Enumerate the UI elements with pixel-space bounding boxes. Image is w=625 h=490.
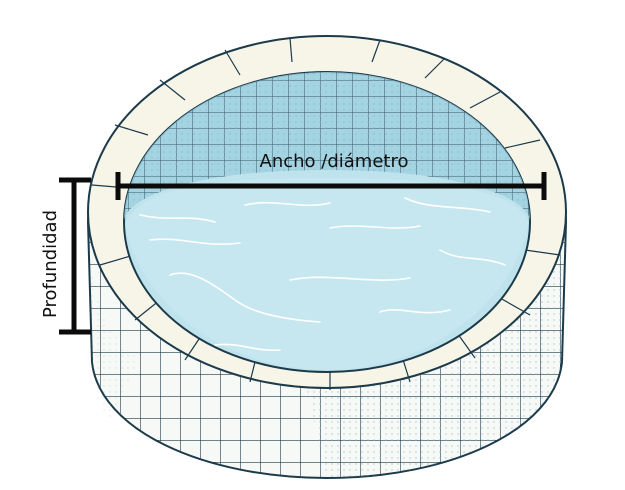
water-ripples (139, 197, 506, 352)
depth-label: Profundidad (40, 210, 61, 318)
depth-measure: Profundidad (40, 177, 91, 335)
width-measure: Ancho /diámetro (115, 151, 547, 200)
pool-interior (123, 71, 531, 373)
width-label: Ancho /diámetro (260, 151, 409, 172)
